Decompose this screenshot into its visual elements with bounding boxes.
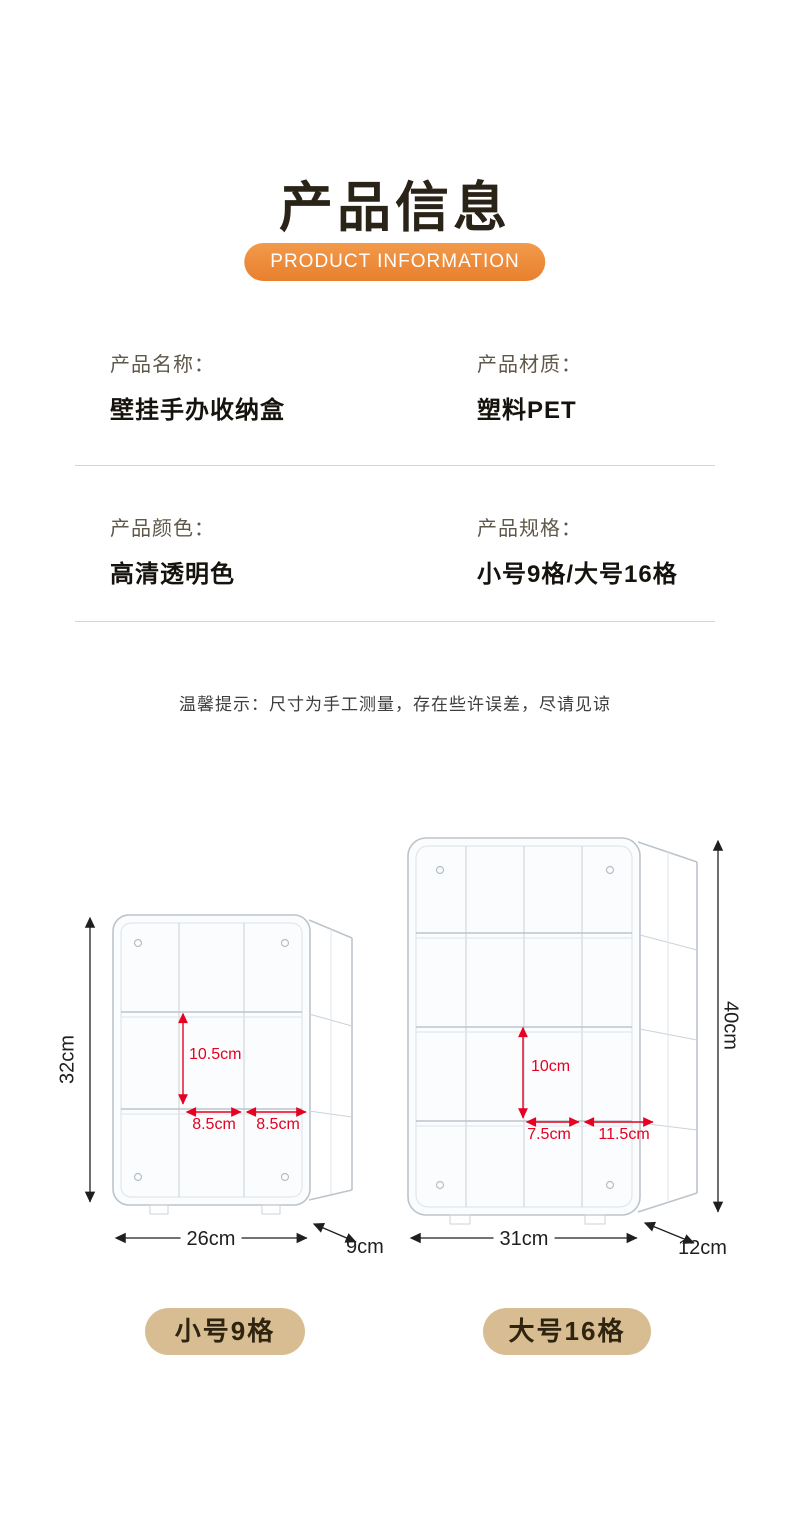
spec-label: 产品颜色：: [110, 518, 215, 540]
large-box-height-label: 40cm: [719, 1001, 742, 1050]
spec-value: 小号9格/大号16格: [477, 561, 678, 588]
product-diagrams: [0, 800, 790, 1270]
product-info-badge: PRODUCT INFORMATION: [244, 243, 546, 281]
spec-product-name: 产品名称： 壁挂手办收纳盒: [110, 348, 285, 425]
small-box-name-badge: 小号9格: [145, 1308, 305, 1355]
page-title: 产品信息: [279, 178, 511, 238]
large-box-outline: [407, 837, 698, 1225]
diagram-canvas: [84, 837, 724, 1244]
measurement-note: 温馨提示：尺寸为手工测量，存在些许误差，尽请见谅: [179, 695, 611, 714]
small-box-height-label: 32cm: [56, 1035, 79, 1084]
spec-product-size: 产品规格： 小号9格/大号16格: [477, 512, 678, 589]
spec-product-material: 产品材质： 塑料PET: [477, 348, 582, 425]
large-box-cell-width-right-label: 11.5cm: [598, 1126, 650, 1143]
small-box-outline: [112, 914, 353, 1215]
small-box-depth-label: 9cm: [346, 1236, 384, 1258]
spec-label: 产品名称：: [110, 354, 215, 376]
spec-value: 壁挂手办收纳盒: [110, 397, 285, 424]
large-box-depth-label: 12cm: [678, 1237, 727, 1259]
spec-label: 产品材质：: [477, 354, 582, 376]
small-box-cell-height-label: 10.5cm: [189, 1046, 242, 1063]
small-box-cell-width-right-label: 8.5cm: [256, 1116, 300, 1133]
inner-dimension-lines: [178, 1012, 654, 1127]
spec-value: 高清透明色: [110, 561, 235, 588]
spec-product-color: 产品颜色： 高清透明色: [110, 512, 235, 589]
small-box-cell-width-left-label: 8.5cm: [192, 1116, 236, 1133]
large-box-cell-width-left-label: 7.5cm: [527, 1126, 571, 1143]
divider: [75, 465, 715, 466]
large-box-name-badge: 大号16格: [483, 1308, 651, 1355]
small-box-width-label: 26cm: [180, 1228, 242, 1251]
large-box-width-label: 31cm: [493, 1228, 555, 1251]
divider: [75, 621, 715, 622]
spec-label: 产品规格：: [477, 518, 582, 540]
spec-value: 塑料PET: [477, 397, 577, 424]
large-box-cell-height-label: 10cm: [531, 1058, 571, 1075]
